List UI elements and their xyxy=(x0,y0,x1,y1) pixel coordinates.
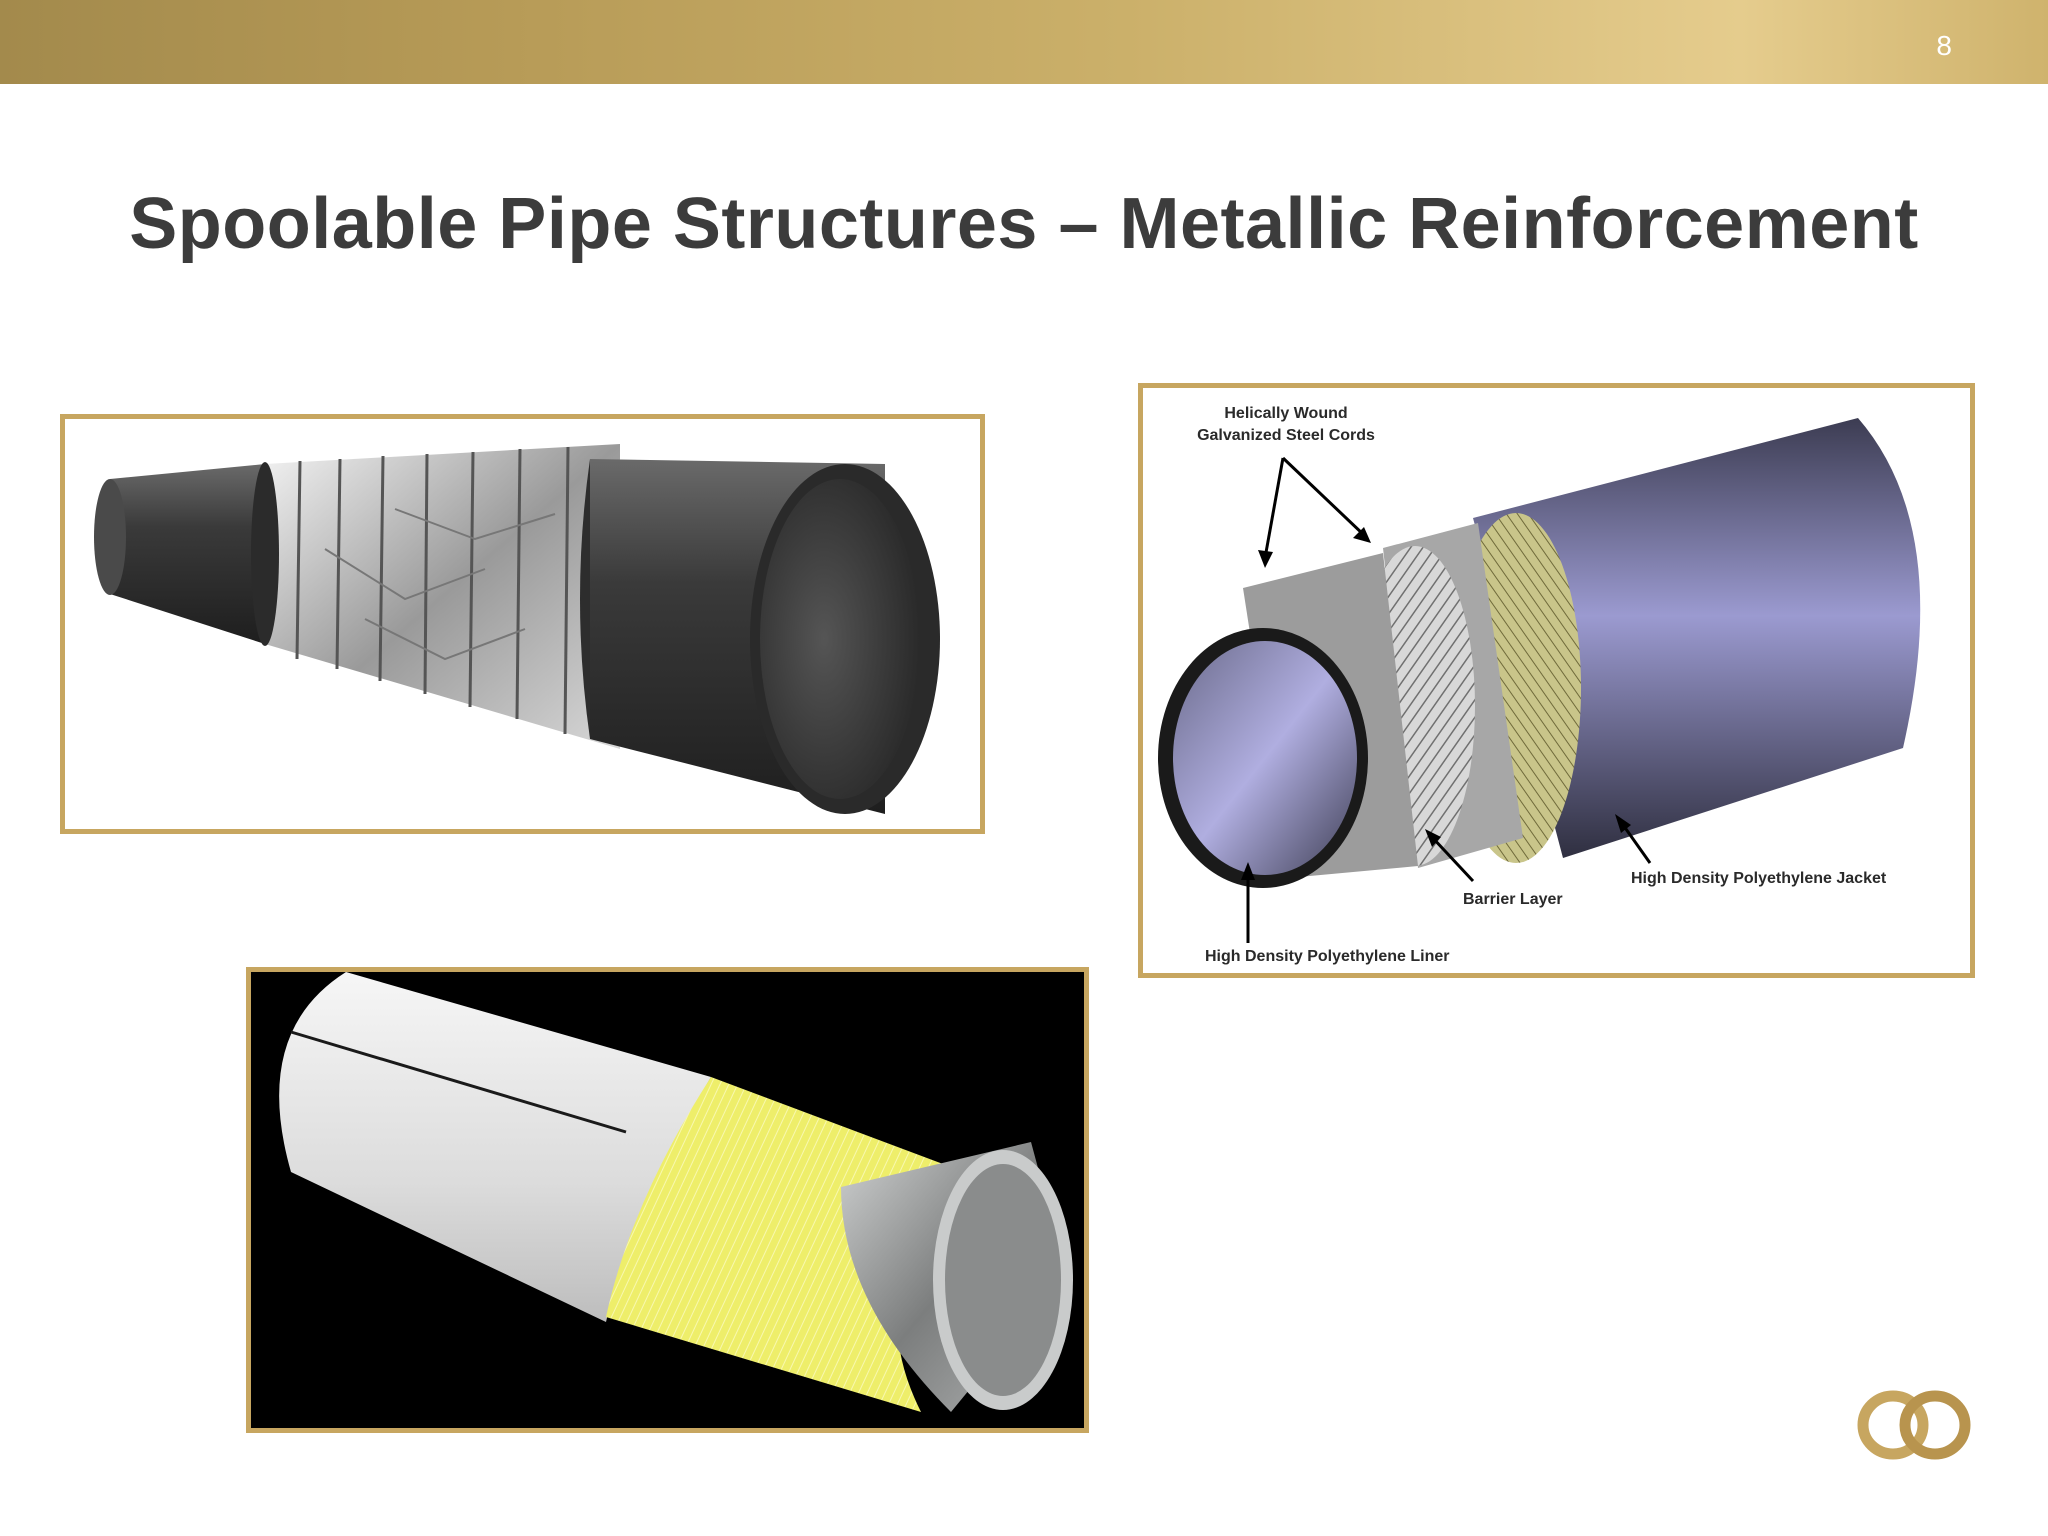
label-steel-cords-line1: Helically Wound xyxy=(1224,405,1348,422)
label-steel-cords: Helically Wound Galvanized Steel Cords xyxy=(1186,403,1386,447)
company-logo xyxy=(1857,1390,1971,1460)
wrapped-pipe-illustration xyxy=(251,972,1084,1428)
page-number: 8 xyxy=(1936,30,1952,61)
slide-title: Spoolable Pipe Structures – Metallic Rei… xyxy=(129,184,1919,264)
black-pipe-illustration xyxy=(65,419,980,829)
header-bar: 8 xyxy=(0,0,2048,84)
label-hdpe-liner: High Density Polyethylene Liner xyxy=(1205,948,1450,965)
layered-pipe-illustration xyxy=(1143,388,1970,973)
label-barrier-layer: Barrier Layer xyxy=(1463,891,1563,908)
label-hdpe-jacket: High Density Polyethylene Jacket xyxy=(1631,870,1887,887)
layered-pipe-diagram: Helically Wound Galvanized Steel Cords B… xyxy=(1138,383,1975,978)
label-steel-cords-line2: Galvanized Steel Cords xyxy=(1197,427,1375,444)
black-pipe-image xyxy=(60,414,985,834)
wrapped-pipe-image xyxy=(246,967,1089,1433)
